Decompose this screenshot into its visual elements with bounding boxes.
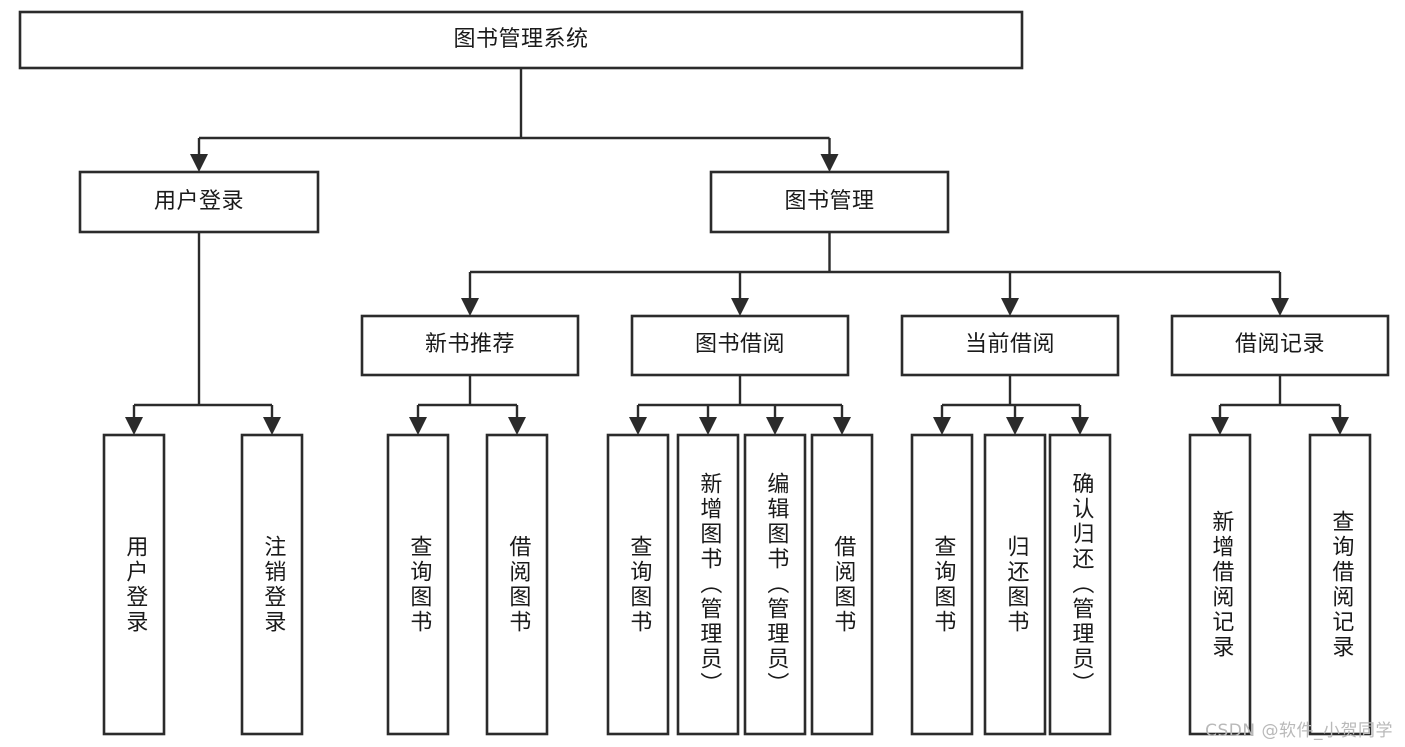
node-box-current-borrow[interactable] — [900, 314, 1120, 377]
arrow-leaf-query-borrow-record — [1331, 417, 1349, 435]
node-box-leaf-query-borrow-record[interactable] — [1308, 433, 1372, 736]
arrow-leaf-borrow-book — [833, 417, 851, 435]
node-box-leaf-add-book-admin[interactable] — [676, 433, 740, 736]
arrow-leaf-logout-login — [263, 417, 281, 435]
node-box-user-login[interactable] — [78, 170, 320, 234]
arrow-book-management — [820, 154, 839, 172]
node-box-leaf-confirm-return-admin[interactable] — [1048, 433, 1112, 736]
node-box-leaf-query-book-recommend[interactable] — [386, 433, 450, 736]
watermark-text: CSDN @软件_小贺同学 — [1205, 721, 1393, 741]
arrow-user-login — [190, 154, 208, 172]
arrow-current-borrow — [1001, 298, 1019, 316]
node-box-leaf-edit-book-admin[interactable] — [743, 433, 807, 736]
node-box-borrow-record[interactable] — [1170, 314, 1390, 377]
node-box-leaf-add-borrow-record[interactable] — [1188, 433, 1252, 736]
node-box-leaf-query-book-borrow[interactable] — [606, 433, 670, 736]
arrow-leaf-query-book-recommend — [409, 417, 427, 435]
arrow-leaf-query-book-current — [933, 417, 951, 435]
node-box-leaf-return-book[interactable] — [983, 433, 1047, 736]
node-box-book-management[interactable] — [709, 170, 950, 234]
node-box-book-borrow[interactable] — [630, 314, 850, 377]
connector-layer — [125, 68, 1349, 435]
arrow-leaf-edit-book-admin — [766, 417, 784, 435]
arrow-leaf-confirm-return-admin — [1071, 417, 1089, 435]
node-box-root[interactable] — [18, 10, 1024, 70]
node-box-leaf-logout-login[interactable] — [240, 433, 304, 736]
arrow-book-borrow — [731, 298, 749, 316]
node-box-leaf-user-login[interactable] — [102, 433, 166, 736]
box-layer — [18, 10, 1390, 736]
arrow-new-book-recommend — [461, 298, 479, 316]
node-box-leaf-borrow-book[interactable] — [810, 433, 874, 736]
node-box-new-book-recommend[interactable] — [360, 314, 580, 377]
arrow-leaf-add-borrow-record — [1211, 417, 1229, 435]
node-box-leaf-borrow-book-recommend[interactable] — [485, 433, 549, 736]
arrow-borrow-record — [1271, 298, 1289, 316]
arrow-leaf-borrow-book-recommend — [508, 417, 526, 435]
arrow-leaf-query-book-borrow — [629, 417, 647, 435]
arrow-leaf-add-book-admin — [699, 417, 717, 435]
arrow-leaf-user-login — [125, 417, 143, 435]
node-box-leaf-query-book-current[interactable] — [910, 433, 974, 736]
arrow-leaf-return-book — [1006, 417, 1024, 435]
